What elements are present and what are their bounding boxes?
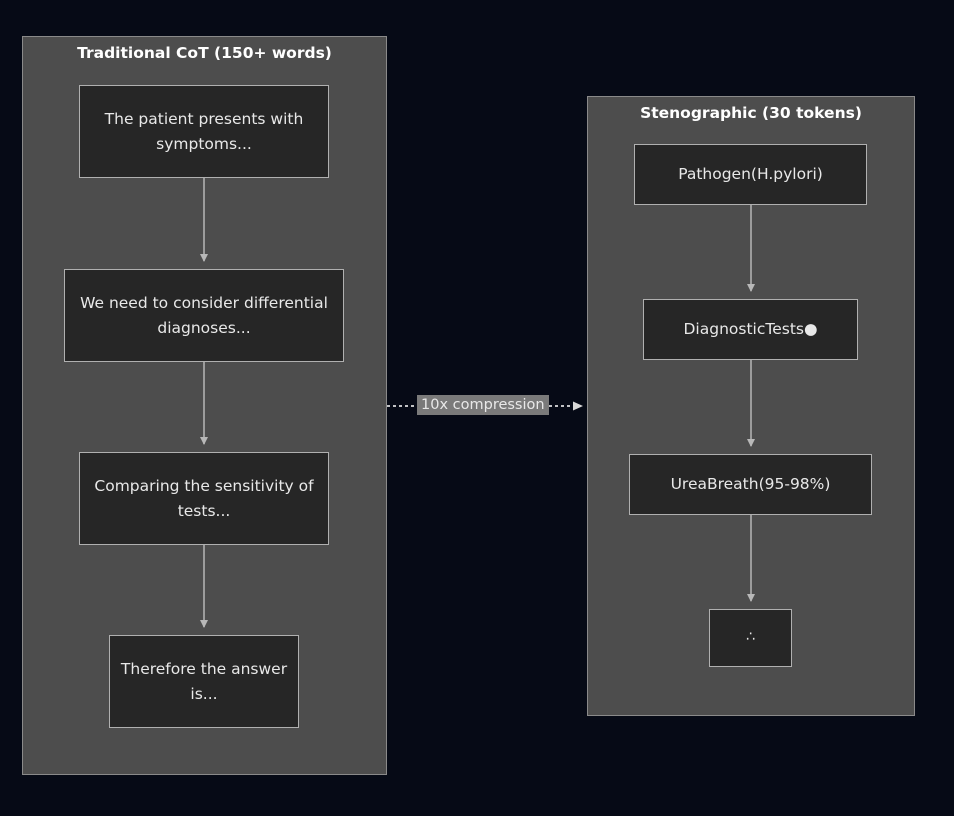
node-sensitivity-comparison-label: Comparing the sensitivity of tests... — [94, 477, 314, 520]
cluster-traditional-cot-title: Traditional CoT (150+ words) — [77, 44, 332, 62]
node-patient-symptoms-label: The patient presents with symptoms... — [104, 110, 304, 153]
node-final-answer[interactable]: Therefore the answer is... — [109, 635, 299, 728]
therefore-symbol-icon: ∴ — [746, 629, 755, 646]
node-pathogen-label: Pathogen(H.pylori) — [678, 165, 823, 184]
node-patient-symptoms[interactable]: The patient presents with symptoms... — [79, 85, 329, 178]
node-diagnostic-tests-label: DiagnosticTests● — [683, 320, 818, 339]
edge-label-compression: 10x compression — [417, 395, 549, 415]
node-differential-diagnoses-label: We need to consider differential diagnos… — [80, 294, 328, 337]
node-therefore-conclusion[interactable]: ∴ — [709, 609, 792, 667]
node-sensitivity-comparison[interactable]: Comparing the sensitivity of tests... — [79, 452, 329, 545]
node-final-answer-label: Therefore the answer is... — [120, 660, 288, 703]
cluster-stenographic-title: Stenographic (30 tokens) — [640, 104, 862, 122]
node-diagnostic-tests[interactable]: DiagnosticTests● — [643, 299, 858, 360]
node-urea-breath-test[interactable]: UreaBreath(95-98%) — [629, 454, 872, 515]
node-urea-breath-test-label: UreaBreath(95-98%) — [670, 475, 831, 494]
node-pathogen[interactable]: Pathogen(H.pylori) — [634, 144, 867, 205]
node-differential-diagnoses[interactable]: We need to consider differential diagnos… — [64, 269, 344, 362]
